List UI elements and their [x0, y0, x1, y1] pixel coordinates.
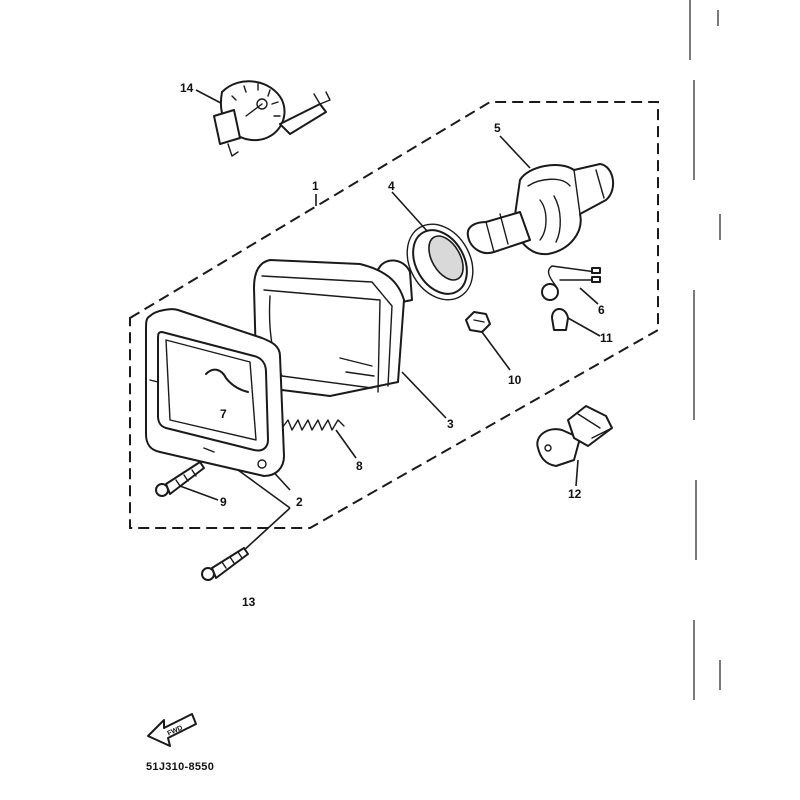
callout-3: 3 [447, 417, 454, 431]
part-9-screw [155, 461, 205, 497]
callout-13: 13 [242, 595, 256, 609]
callout-4: 4 [388, 179, 395, 193]
fwd-arrow-icon: FWD [147, 713, 197, 747]
part-8-spring [281, 419, 345, 431]
callout-12: 12 [568, 487, 582, 501]
callout-2: 2 [296, 495, 303, 509]
callout-10: 10 [508, 373, 522, 387]
callout-6: 6 [598, 303, 605, 317]
part-2-headlight-rim [145, 308, 285, 477]
part-12-halogen-bulb [536, 405, 613, 467]
scan-edge-marks [689, 0, 721, 700]
part-10-nut [465, 311, 491, 333]
callout-7: 7 [220, 407, 227, 421]
drawing-number: 51J310-8550 [146, 761, 214, 773]
callout-11: 11 [600, 331, 613, 345]
callout-5: 5 [494, 121, 501, 135]
part-14-meter-bracket [213, 80, 331, 157]
callout-9: 9 [220, 495, 227, 509]
part-13-long-screw [201, 547, 249, 581]
callout-8: 8 [356, 459, 363, 473]
part-5-socket-housing [466, 163, 615, 256]
callout-14: 14 [180, 81, 194, 95]
part-6-socket-wires [541, 265, 601, 301]
part-7-clip [205, 368, 249, 393]
callout-labels: 1 2 3 4 5 6 7 8 9 10 11 12 13 14 [180, 81, 613, 609]
part-11-small-bulb [551, 308, 569, 331]
assembly-boundary [129, 101, 659, 529]
part-4-rubber-ring [406, 223, 474, 301]
callout-1: 1 [312, 179, 319, 193]
